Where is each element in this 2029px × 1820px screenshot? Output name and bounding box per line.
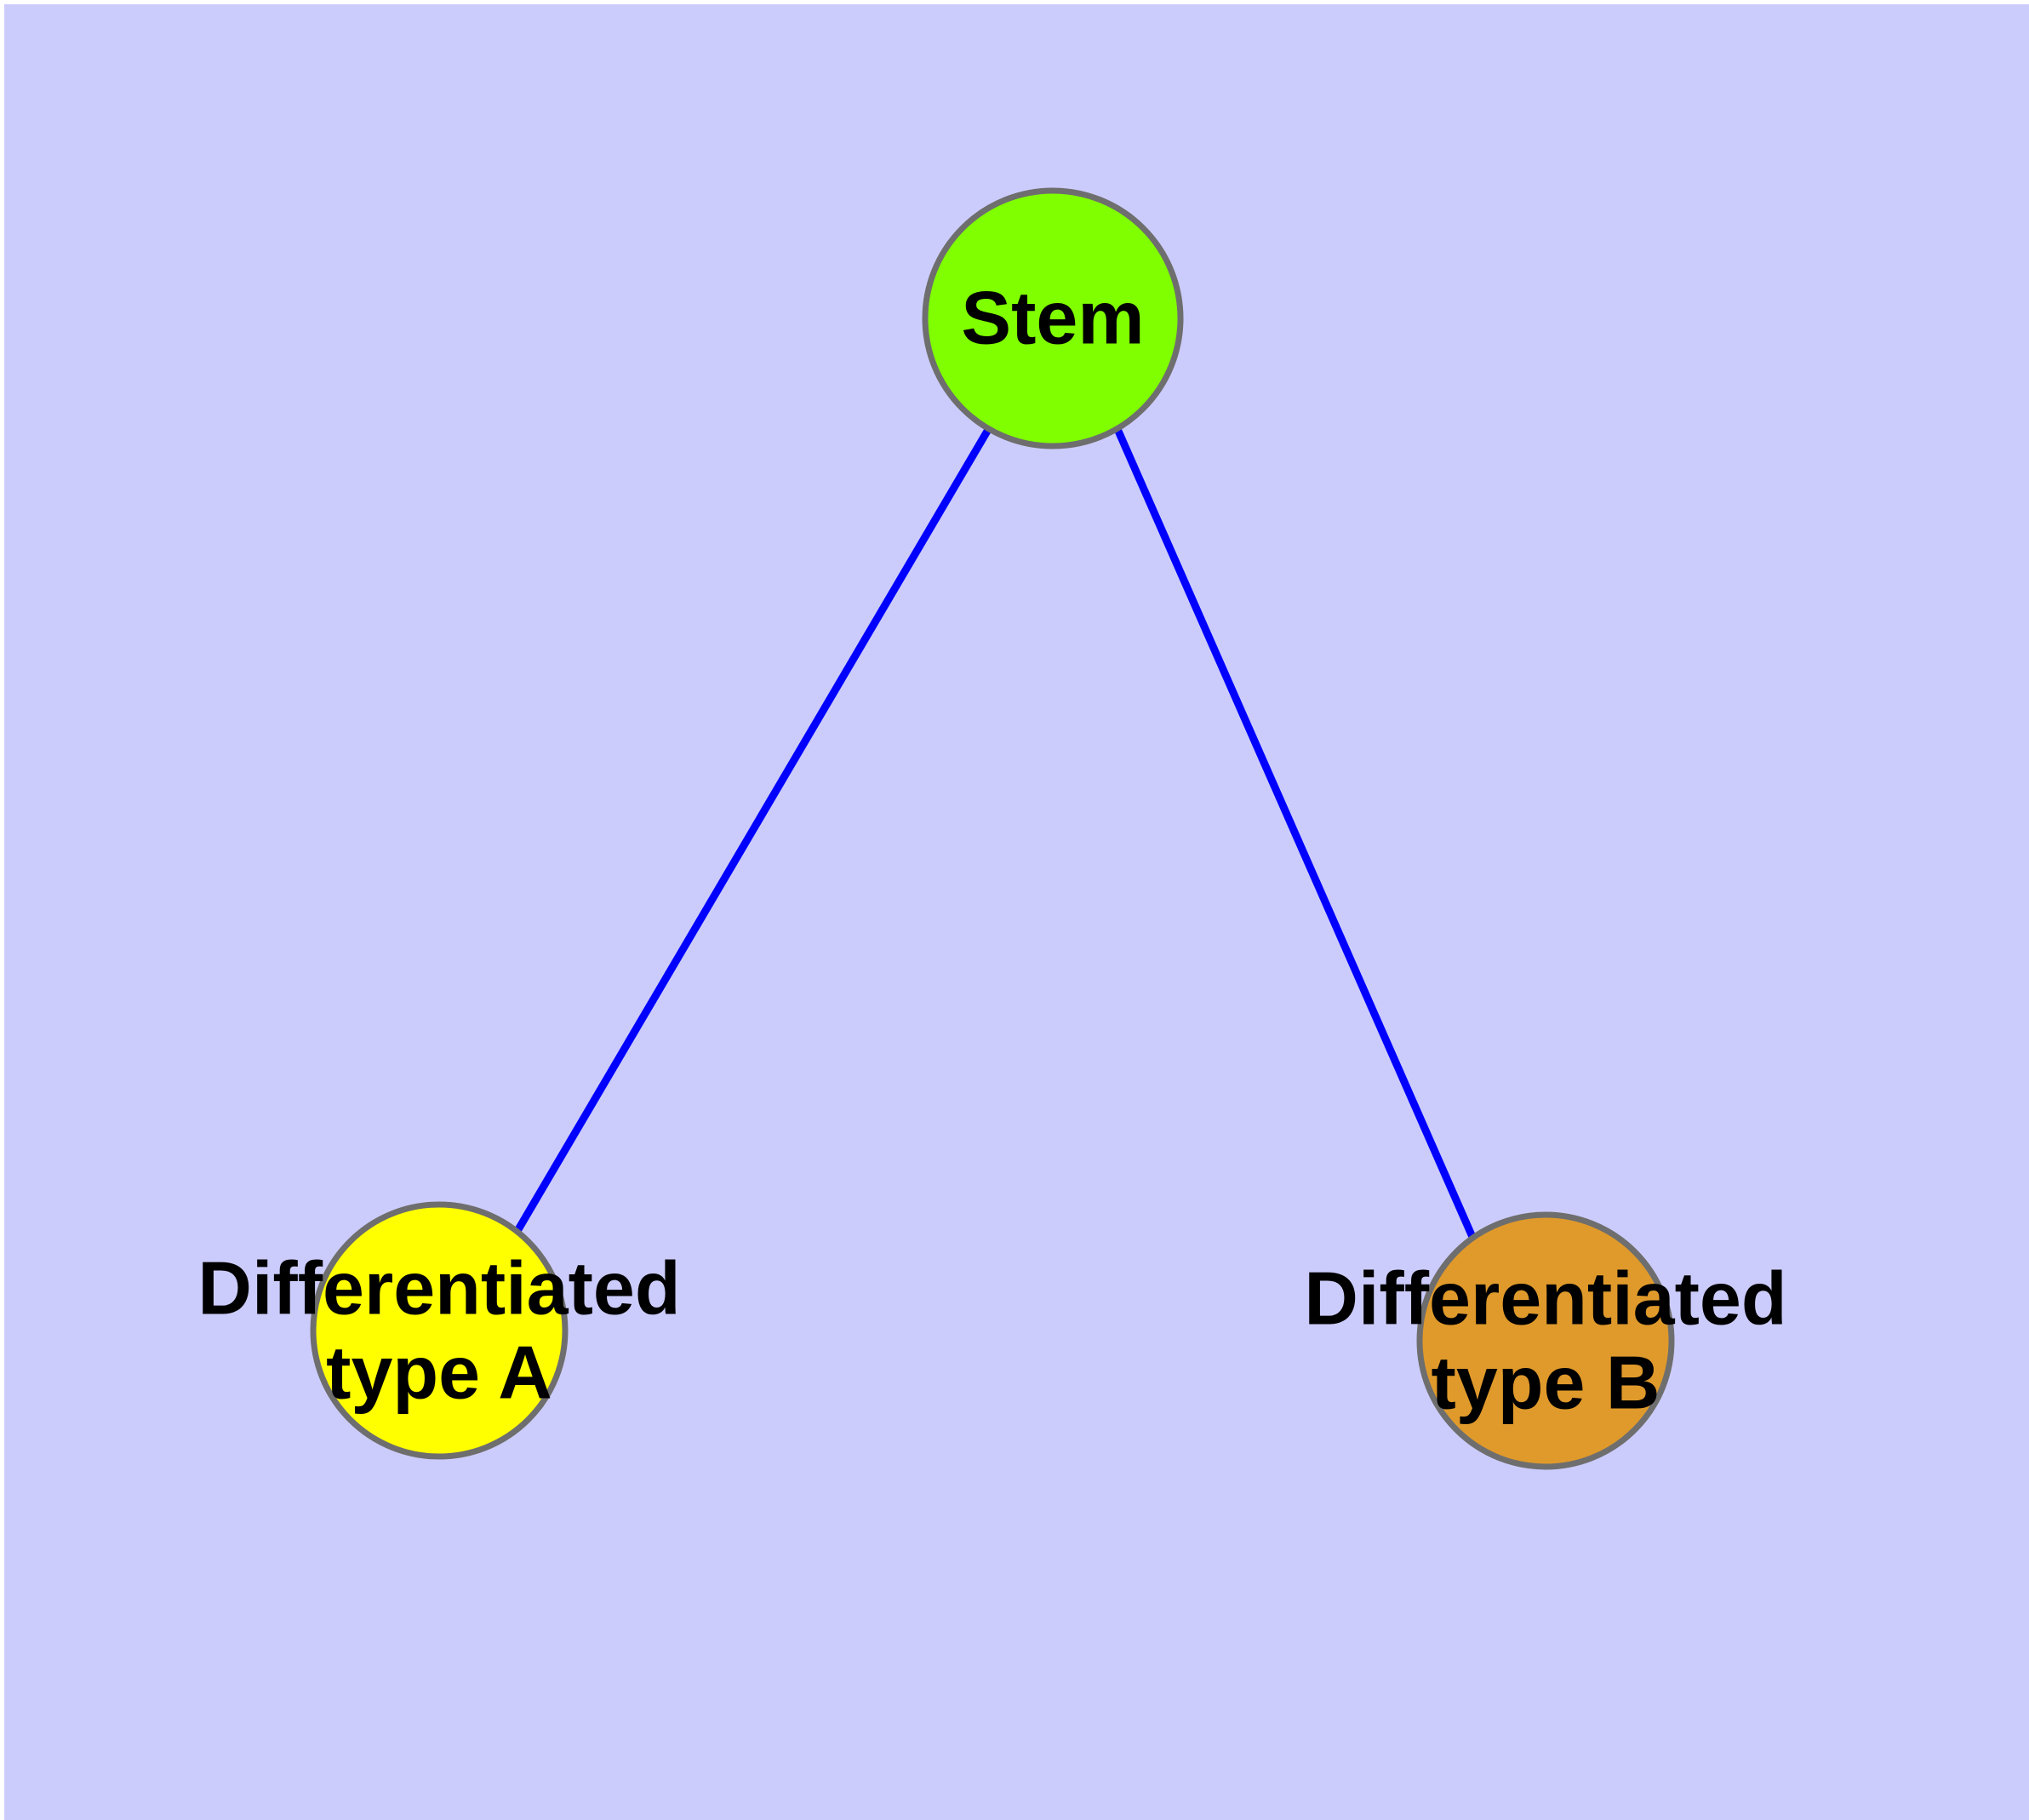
graph-edge-stem-diff_b [1113,427,1477,1239]
graph-edge-stem-diff_a [514,426,992,1233]
graph-node-diff_a[interactable] [310,1201,569,1460]
graph-node-diff_b[interactable] [1416,1211,1675,1470]
nodes-group [310,187,1675,1470]
edges-group [514,426,1477,1239]
graph-node-stem[interactable] [922,187,1184,449]
